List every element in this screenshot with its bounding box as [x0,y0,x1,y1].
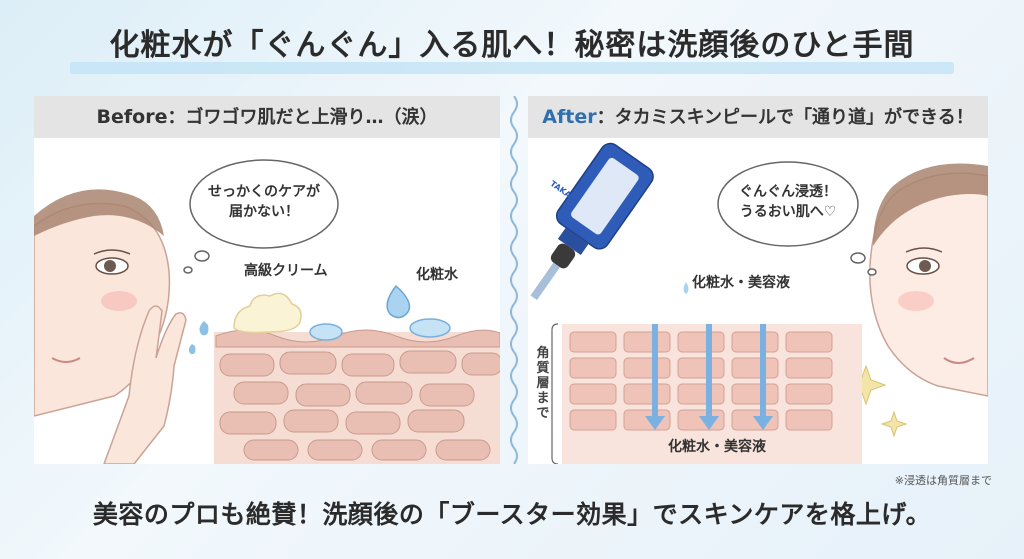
lotion-label: 化粧水 [416,267,458,283]
after-face-illustration [869,163,988,397]
before-header: Before：ゴワゴワ肌だと上滑り…（涙） [34,96,500,138]
panel-divider [510,96,518,464]
before-bubble-text: せっかくのケアが 届かない！ [194,182,334,222]
after-label: After [542,106,597,128]
before-illustration [34,159,500,464]
after-bubble-line-2: うるおい肌へ♡ [739,204,837,220]
before-panel: Before：ゴワゴワ肌だと上滑り…（涙） [34,96,500,464]
cream-blob-illustration [233,292,302,334]
after-bubble-text: ぐんぐん浸透！ うるおい肌へ♡ [718,182,858,222]
after-caption: ：タカミスキンピールで「通り道」ができる！ [596,107,974,128]
page-title: 化粧水が「ぐんぐん」入る肌へ！秘密は洗顔後のひと手間 [109,28,915,63]
after-top-label: 化粧水・美容液 [692,275,790,291]
after-illustration [530,142,988,464]
title-highlight [70,62,954,74]
before-thought-bubble [183,159,339,274]
after-thought-bubble [717,161,877,276]
before-bubble-line-1: せっかくのケアが [208,184,320,200]
after-bottom-label: 化粧水・美容液 [668,439,766,455]
footer-tagline: 美容のプロも絶賛！洗顔後の「ブースター効果」でスキンケアを格上げ。 [92,500,932,529]
before-face-illustration [34,189,209,464]
layer-label: 角質層まで [536,346,550,421]
after-bubble-line-1: ぐんぐん浸透！ [739,184,837,200]
after-header: After：タカミスキンピールで「通り道」ができる！ [528,96,988,138]
before-skin-layers [214,329,500,464]
before-caption: ：ゴワゴワ肌だと上滑り…（涙） [167,107,438,128]
before-bubble-line-2: 届かない！ [229,204,299,220]
before-label: Before [96,106,168,128]
serum-bottle-illustration [530,142,689,301]
lotion-drops-illustration [309,284,451,341]
cream-label: 高級クリーム [244,263,328,279]
after-panel: After：タカミスキンピールで「通り道」ができる！ [528,96,988,464]
penetration-arrows [645,324,773,430]
footnote: ※浸透は角質層まで [894,474,992,487]
